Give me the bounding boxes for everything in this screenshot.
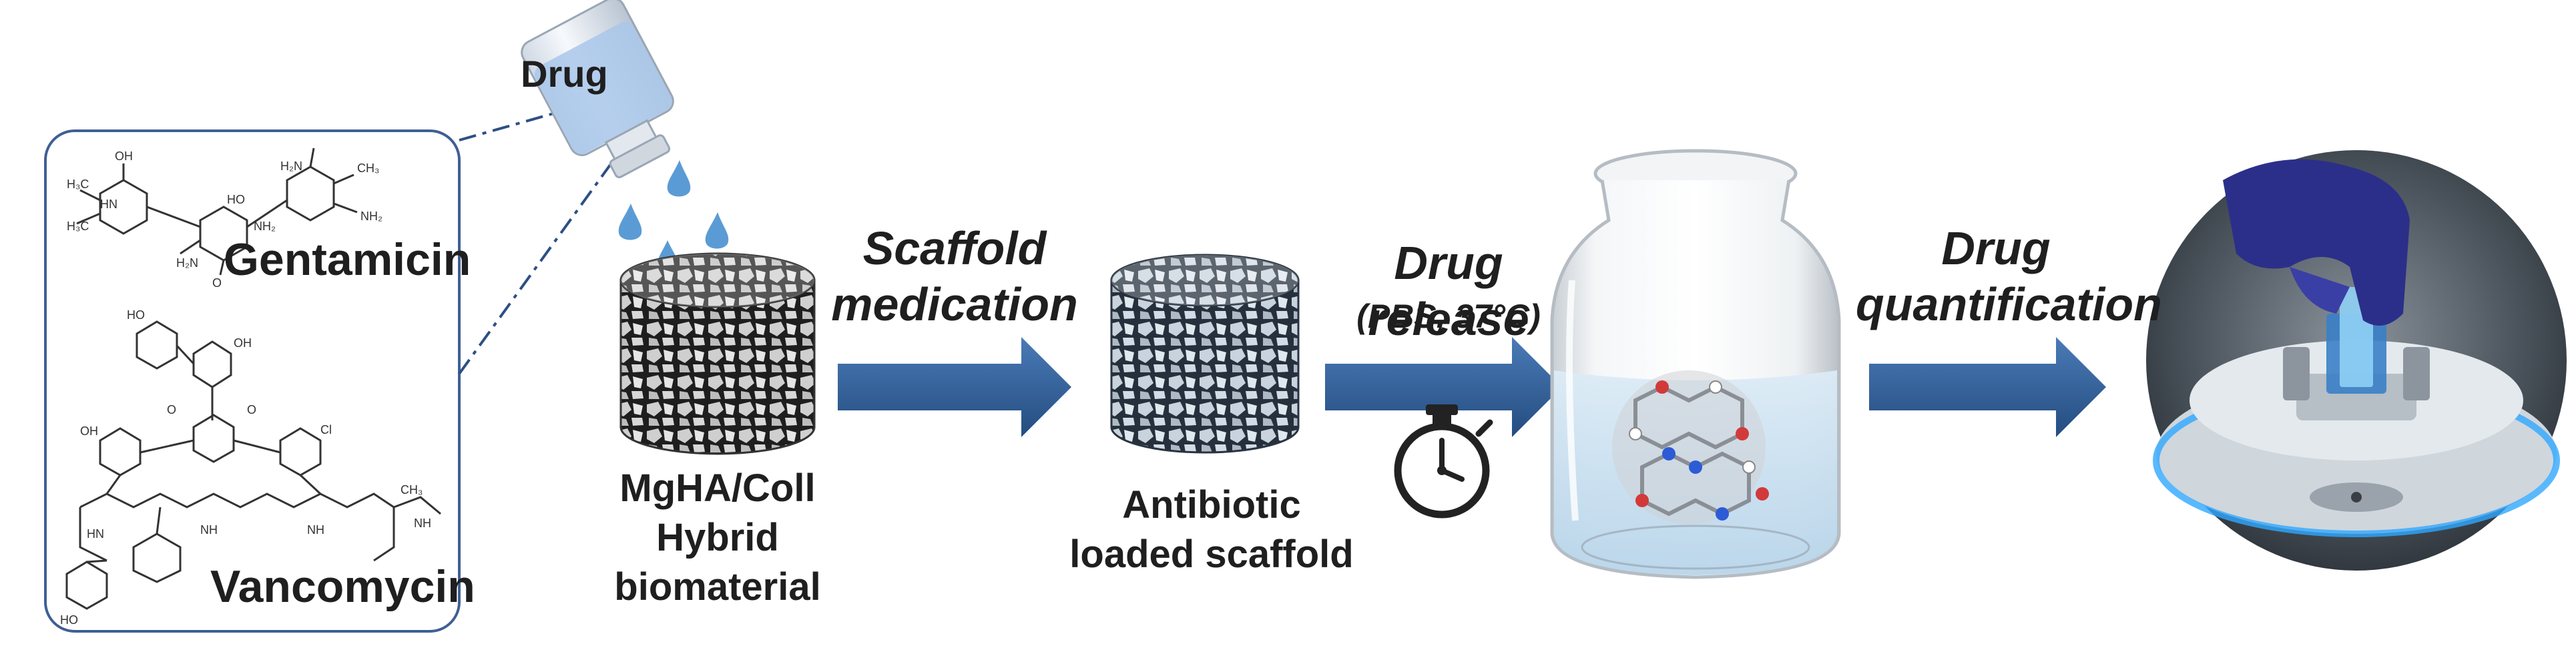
svg-text:H₂N: H₂N bbox=[176, 256, 198, 270]
svg-text:HO: HO bbox=[60, 613, 78, 627]
biomaterial-line-2: Hybrid bbox=[656, 516, 779, 560]
svg-text:H₃C: H₃C bbox=[67, 220, 89, 233]
biomaterial-line-3: biomaterial bbox=[614, 565, 821, 609]
vancomycin-atom-labels: HO OH OH Cl O O HN HO NH NH CH₃ NH bbox=[60, 308, 431, 627]
svg-text:O: O bbox=[212, 276, 222, 290]
drug-structures-panel bbox=[44, 129, 461, 633]
arrow-scaffold-medication bbox=[838, 337, 1071, 437]
svg-text:OH: OH bbox=[115, 149, 133, 163]
svg-text:OH: OH bbox=[234, 336, 252, 350]
svg-text:NH: NH bbox=[414, 517, 431, 530]
quantification-line-2: quantification bbox=[1856, 278, 2162, 330]
stopwatch-icon bbox=[1394, 404, 1493, 519]
svg-text:NH₂: NH₂ bbox=[360, 210, 382, 223]
connector-line-top bbox=[459, 99, 601, 141]
svg-text:O: O bbox=[247, 403, 256, 416]
vial-label: Drug bbox=[521, 53, 608, 95]
svg-text:HO: HO bbox=[227, 193, 245, 206]
medication-line-1: Scaffold bbox=[862, 222, 1047, 274]
svg-text:HO: HO bbox=[127, 308, 145, 322]
svg-text:CH₃: CH₃ bbox=[357, 161, 379, 175]
arrow-drug-quantification bbox=[1869, 337, 2106, 437]
svg-text:O: O bbox=[167, 403, 176, 416]
svg-text:NH₂: NH₂ bbox=[254, 220, 276, 233]
svg-text:OH: OH bbox=[80, 424, 98, 438]
svg-text:CH₃: CH₃ bbox=[401, 483, 423, 496]
drug-quantification-label: Drug quantification bbox=[1856, 220, 2162, 332]
connector-line-bottom bbox=[458, 149, 622, 375]
medication-line-2: medication bbox=[831, 278, 1078, 330]
drug-release-conditions: (PBS, 37°C) bbox=[1356, 298, 1541, 335]
loaded-scaffold-icon bbox=[1110, 254, 1300, 454]
gentamicin-label: Gentamicin bbox=[224, 234, 471, 285]
quantification-line-1: Drug bbox=[1941, 222, 2051, 274]
loaded-line-1: Antibiotic bbox=[1122, 483, 1301, 527]
gentamicin-structure-icon bbox=[76, 147, 358, 276]
loaded-scaffold-label: Antibiotic loaded scaffold bbox=[1068, 480, 1355, 579]
glass-jar-icon bbox=[1550, 149, 1841, 579]
biomaterial-scaffold-icon bbox=[619, 252, 816, 455]
svg-text:Cl: Cl bbox=[320, 423, 332, 436]
biomaterial-line-1: MgHA/Coll bbox=[619, 466, 816, 510]
drug-vial-icon bbox=[521, 0, 674, 179]
biomaterial-label: MgHA/Coll Hybrid biomaterial bbox=[587, 464, 848, 613]
svg-text:NH: NH bbox=[200, 523, 218, 537]
gentamicin-atom-labels: H₃C H₃C OH HN HO H₂N O NH₂ H₂N CH₃ NH₂ bbox=[67, 149, 382, 290]
loaded-line-2: loaded scaffold bbox=[1069, 533, 1354, 577]
vancomycin-structure-icon bbox=[65, 320, 441, 610]
vancomycin-label: Vancomycin bbox=[210, 561, 475, 612]
drug-molecule-icon bbox=[1612, 370, 1769, 524]
svg-text:H₃C: H₃C bbox=[67, 178, 89, 191]
arrow-drug-release bbox=[1325, 337, 1562, 437]
scaffold-medication-label: Scaffold medication bbox=[828, 220, 1081, 332]
svg-text:H₂N: H₂N bbox=[280, 159, 302, 173]
drug-release-label: Drug release bbox=[1368, 237, 1529, 345]
svg-text:HN: HN bbox=[87, 527, 104, 541]
svg-text:NH: NH bbox=[307, 523, 324, 537]
svg-text:HN: HN bbox=[100, 198, 117, 211]
spectrophotometer-icon bbox=[2146, 150, 2567, 571]
